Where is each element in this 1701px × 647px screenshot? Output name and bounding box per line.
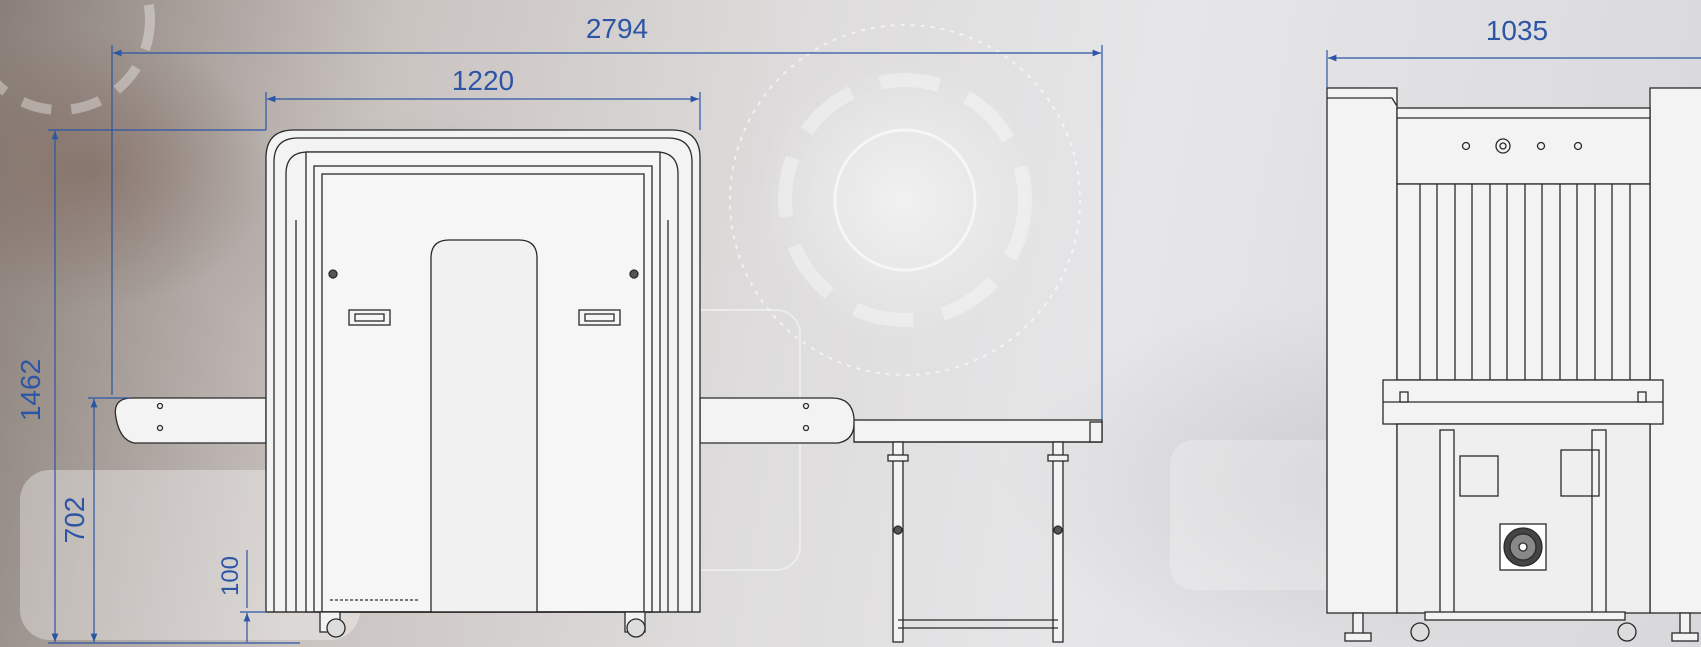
lead-curtain-panel <box>430 239 538 613</box>
side-lower-cabinet <box>1396 423 1651 614</box>
left-conveyor-table <box>114 397 267 444</box>
side-lead-curtains <box>1396 183 1651 381</box>
dimension-lines <box>48 45 1701 644</box>
dimension-labels: 2794 1220 1462 702 100 1035 <box>15 13 1548 596</box>
cooling-fan-icon <box>1499 523 1547 571</box>
side-left-pillar <box>1326 87 1398 614</box>
label-overall-length: 2794 <box>586 13 648 44</box>
label-conveyor-height: 702 <box>59 497 90 544</box>
front-casters <box>319 611 646 638</box>
label-overall-height: 1462 <box>15 359 46 421</box>
label-ground-clearance: 100 <box>217 556 244 596</box>
front-view <box>114 129 1103 643</box>
side-right-pillar <box>1649 87 1701 614</box>
right-handle <box>578 309 621 326</box>
decorative-rings <box>0 0 1450 640</box>
roller-stand <box>853 419 1103 643</box>
label-tunnel-width: 1220 <box>452 65 514 96</box>
left-handle <box>348 309 391 326</box>
right-conveyor-table <box>699 397 855 444</box>
side-top-panel <box>1396 107 1651 185</box>
label-overall-depth: 1035 <box>1486 15 1548 46</box>
side-view <box>1326 87 1701 642</box>
